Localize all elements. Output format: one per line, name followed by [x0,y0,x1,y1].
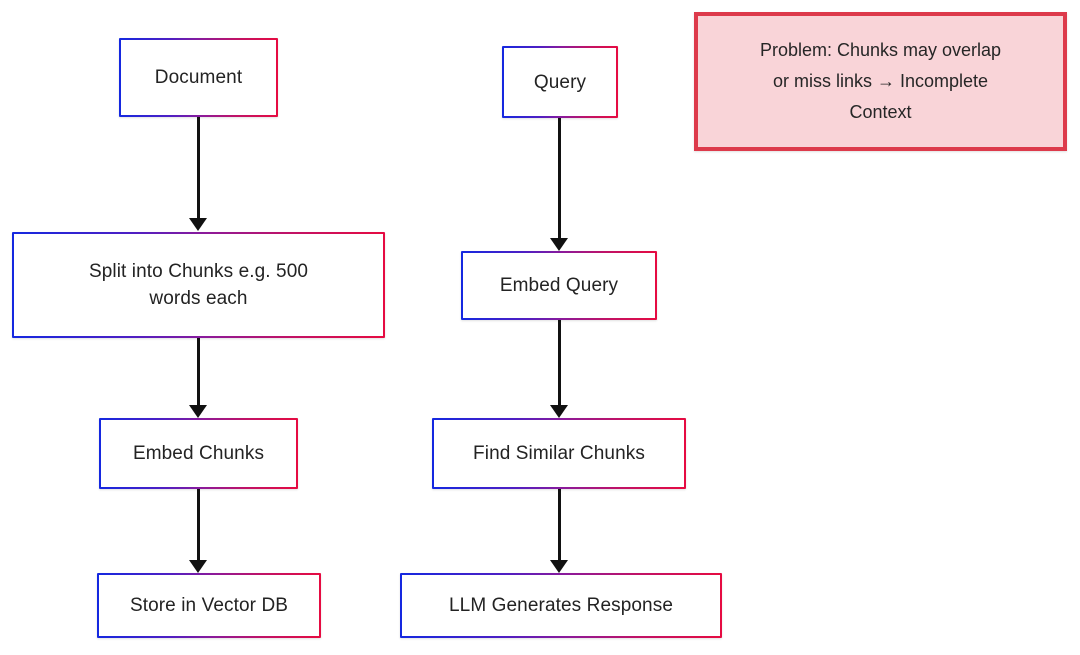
arrow-query-to-embed-query [550,118,568,251]
node-store-vector-db-body: Store in Vector DB [99,575,319,636]
node-query[interactable]: Query [502,46,618,118]
node-embed-query-body: Embed Query [463,253,655,318]
node-embed-chunks[interactable]: Embed Chunks [99,418,298,489]
arrow-head-icon [550,405,568,418]
node-split-chunks-label: Split into Chunks e.g. 500 words each [88,261,309,309]
node-document[interactable]: Document [119,38,278,117]
arrow-embed-query-to-find-similar [550,320,568,418]
node-embed-query-label: Embed Query [499,275,619,296]
arrow-shaft [557,320,561,405]
arrow-find-similar-to-llm [550,489,568,573]
problem-callout[interactable]: Problem: Chunks may overlap or miss link… [694,12,1067,151]
node-llm-generates-response-body: LLM Generates Response [402,575,720,636]
arrow-document-to-split [189,117,207,231]
node-store-vector-db[interactable]: Store in Vector DB [97,573,321,638]
node-store-vector-db-label: Store in Vector DB [129,595,289,616]
arrow-head-icon [189,218,207,231]
node-embed-chunks-body: Embed Chunks [101,420,296,487]
arrow-shaft [196,338,200,405]
node-find-similar-chunks-label: Find Similar Chunks [473,443,645,464]
arrow-shaft [557,489,561,560]
node-split-chunks[interactable]: Split into Chunks e.g. 500 words each [12,232,385,338]
node-embed-query[interactable]: Embed Query [461,251,657,320]
node-find-similar-chunks-body: Find Similar Chunks [434,420,684,487]
arrow-head-icon [550,560,568,573]
node-query-body: Query [504,48,616,116]
arrow-head-icon [189,405,207,418]
arrow-head-icon [189,560,207,573]
node-document-label: Document [154,67,243,88]
problem-callout-label: Problem: Chunks may overlap or miss link… [759,40,1002,122]
arrow-head-icon [550,238,568,251]
node-embed-chunks-label: Embed Chunks [132,443,265,464]
node-find-similar-chunks[interactable]: Find Similar Chunks [432,418,686,489]
arrow-split-to-embed-chunks [189,338,207,418]
node-llm-generates-response-label: LLM Generates Response [449,595,673,616]
node-llm-generates-response[interactable]: LLM Generates Response [400,573,722,638]
arrow-shaft [196,489,200,560]
node-query-label: Query [533,71,587,93]
node-split-chunks-body: Split into Chunks e.g. 500 words each [14,234,383,336]
arrow-embed-chunks-to-store [189,489,207,573]
node-document-body: Document [121,40,276,115]
arrow-shaft [196,117,200,218]
arrow-shaft [557,118,561,238]
